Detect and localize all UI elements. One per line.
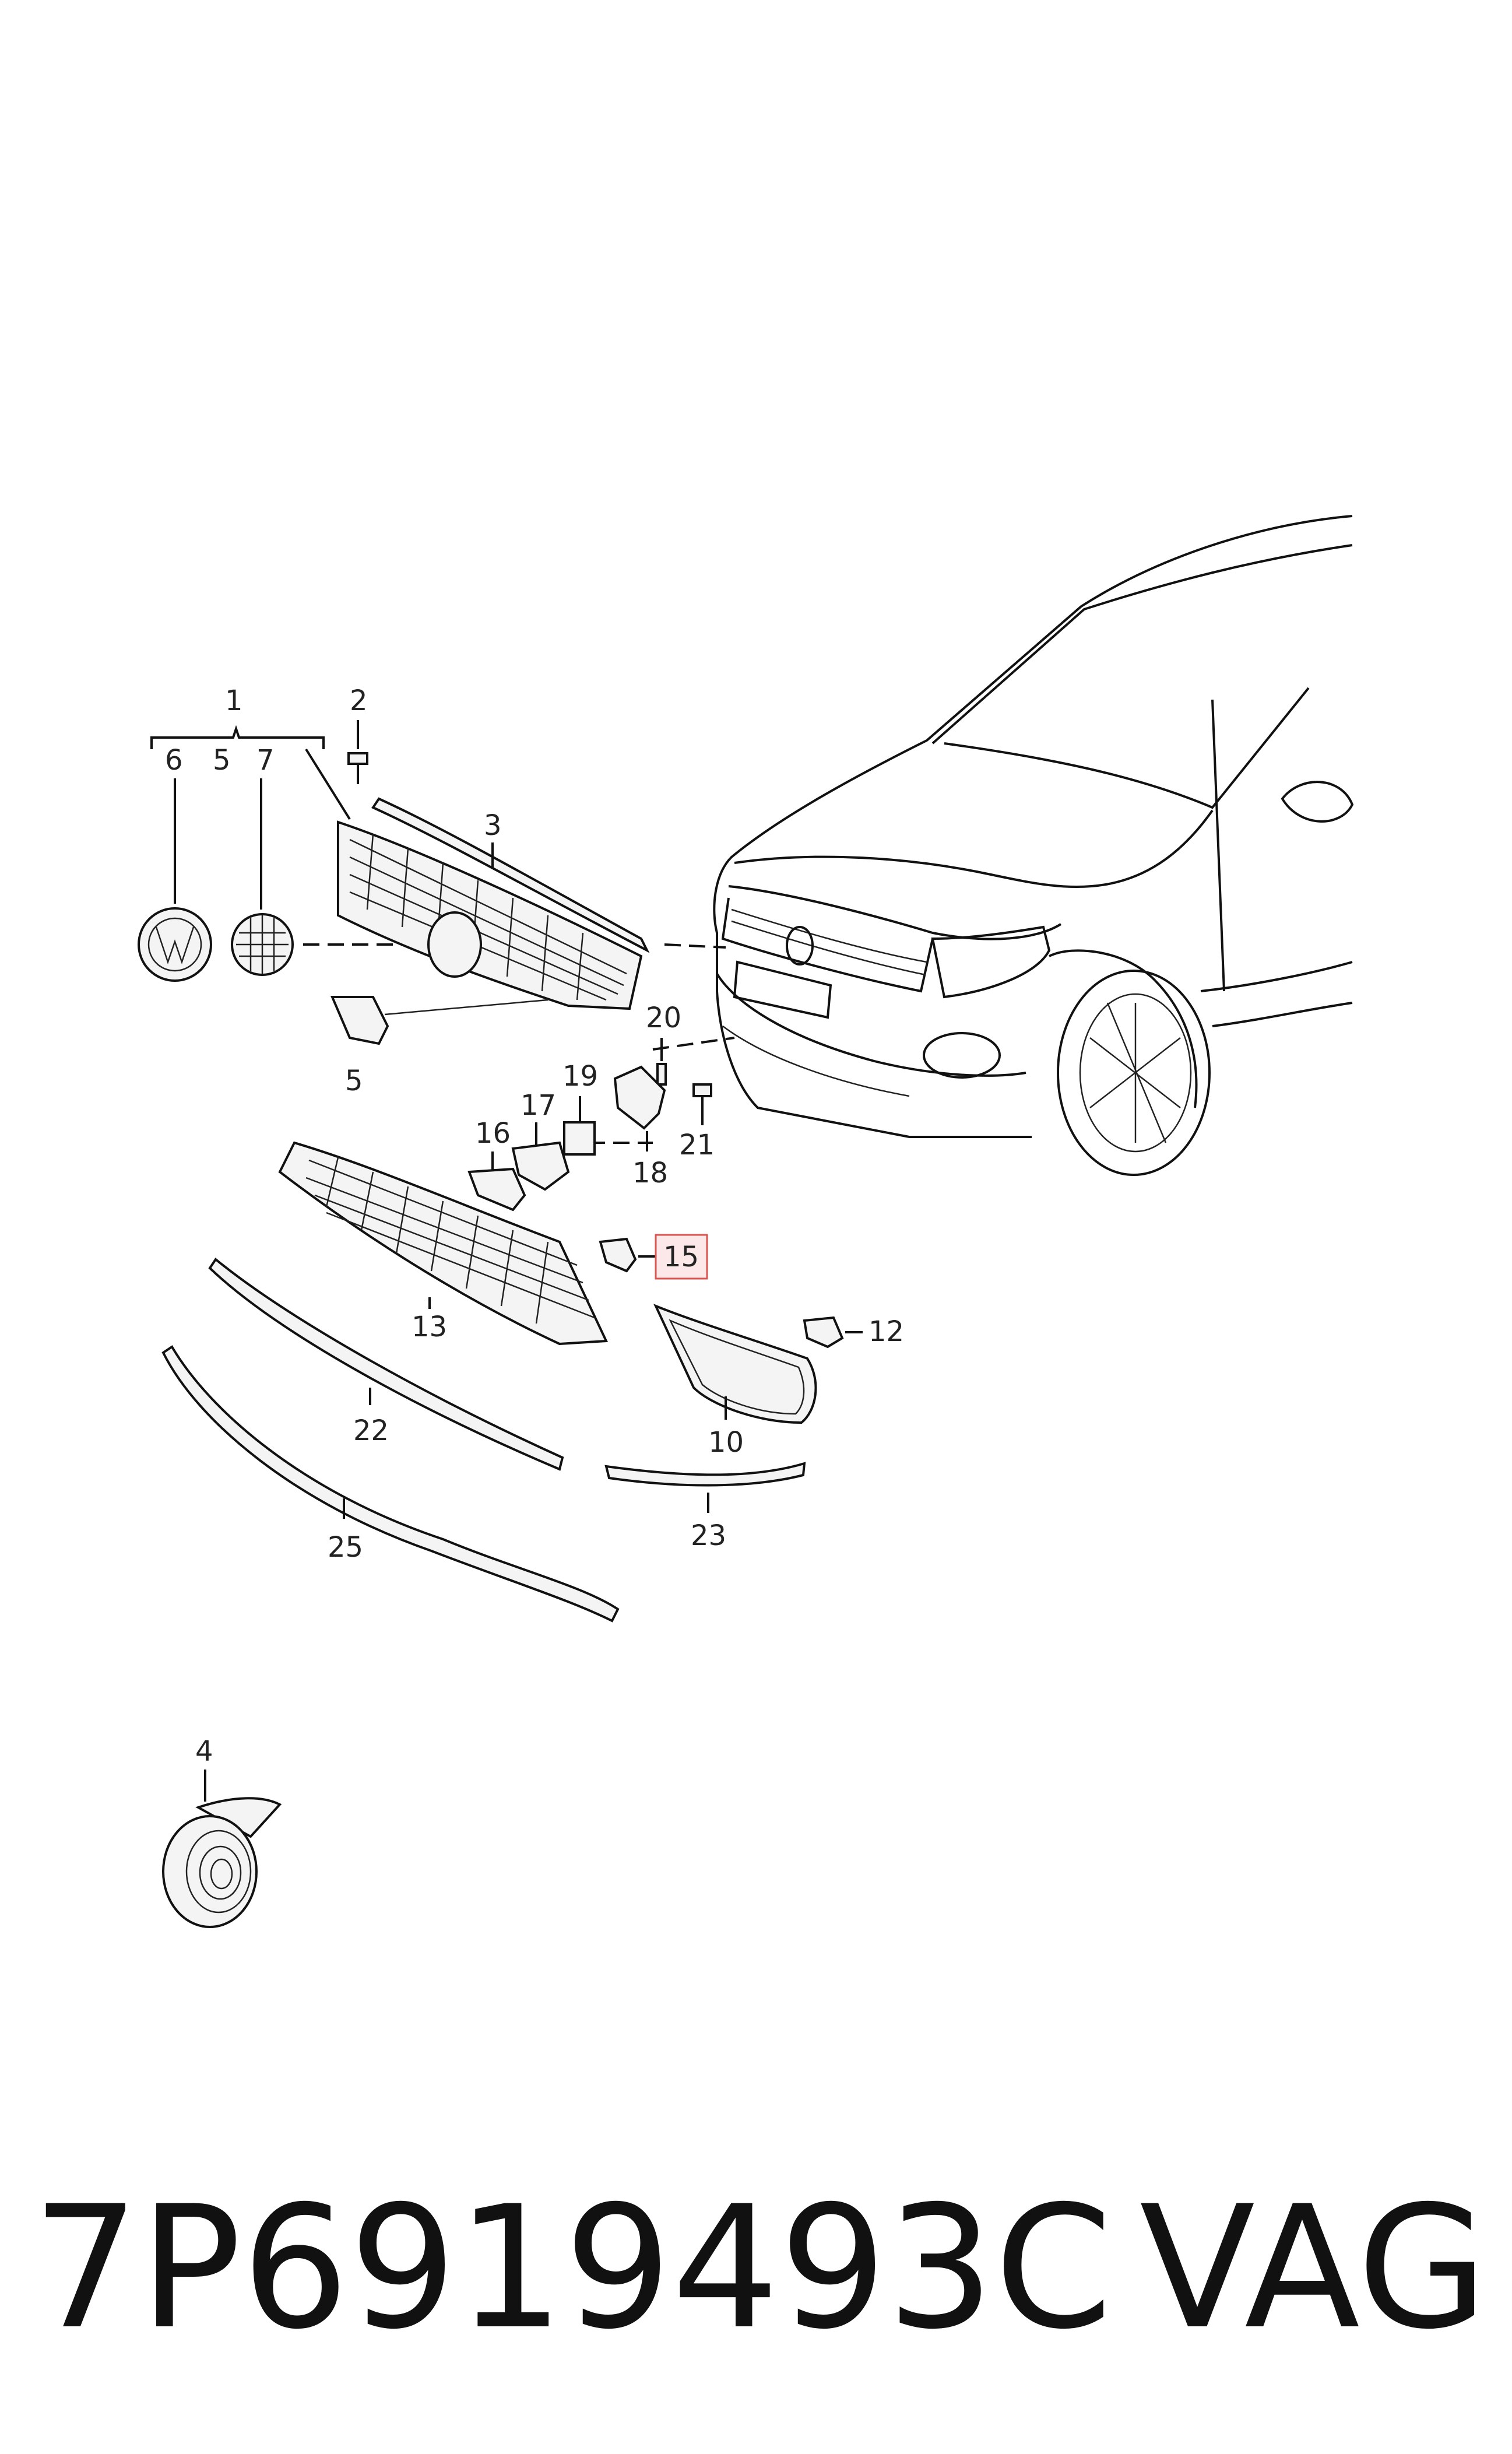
callout-3: 3 [484, 809, 502, 842]
callout-4: 4 [195, 1735, 213, 1768]
vehicle-front-illustration [713, 515, 1354, 1176]
callout-19: 19 [562, 1060, 598, 1093]
trim-strip-part-22: 22 [208, 1258, 564, 1471]
clip-part-15: 15 [599, 1234, 708, 1280]
tape-roll-part-4: 4 [162, 1735, 282, 1928]
clip-part-5: 5 [330, 996, 548, 1097]
callout-15-highlight-box [655, 1234, 708, 1280]
sensor-parts-16-17-19: 19 17 16 [467, 1060, 598, 1212]
callout-2: 2 [350, 684, 368, 717]
callout-7: 7 [256, 744, 275, 777]
upper-grille-part: 3 [337, 797, 650, 1010]
callout-5-clip: 5 [345, 1065, 363, 1097]
callout-6: 6 [165, 744, 183, 777]
callout-15: 15 [663, 1241, 699, 1273]
callout-5: 5 [213, 744, 231, 777]
callout-12: 12 [868, 1315, 904, 1348]
callout-17: 17 [521, 1089, 556, 1122]
callout-18: 18 [632, 1157, 668, 1189]
callout-20: 20 [646, 1002, 681, 1034]
callout-10: 10 [708, 1426, 744, 1459]
callout-22: 22 [353, 1414, 389, 1447]
callout-1: 1 [225, 684, 243, 717]
trim-strip-part-23: 23 [604, 1462, 806, 1552]
brand-caption: VAG [1140, 2170, 1488, 2367]
callout-13: 13 [412, 1311, 447, 1343]
lower-grille-part-13: 13 [278, 1141, 609, 1346]
vw-badge-part [138, 778, 212, 982]
callout-25: 25 [328, 1531, 363, 1564]
fog-grille-parts-10-12: 12 10 [653, 1304, 904, 1459]
screw-part-2: 2 [347, 684, 368, 784]
bracket-parts-18-20-21: 20 21 18 [613, 1002, 715, 1189]
callout-21: 21 [679, 1129, 715, 1161]
assembly-dashed-lines [303, 943, 735, 1144]
trim-strip-part-25: 25 [161, 1345, 620, 1623]
part-number-caption: 7P6919493C [32, 2170, 1112, 2367]
callout-1-bracket: 1 6 5 7 [150, 684, 351, 820]
callout-16: 16 [475, 1117, 511, 1150]
callout-23: 23 [691, 1519, 726, 1552]
emblem-mesh-part [231, 778, 294, 976]
